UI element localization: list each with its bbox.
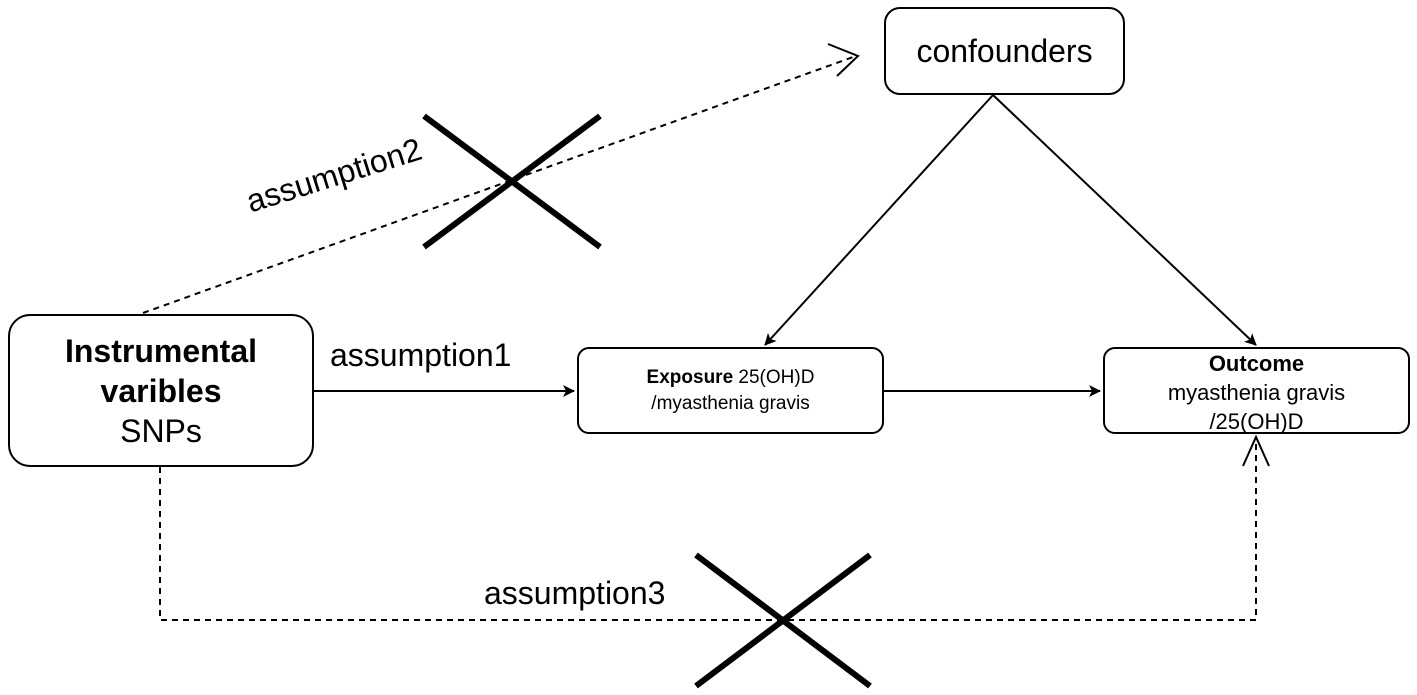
exposure-line1: Exposure 25(OH)D bbox=[647, 365, 815, 391]
arrow-confounders-to-exposure bbox=[764, 94, 994, 346]
outcome-title: Outcome bbox=[1208, 351, 1305, 376]
open-arrowhead-confounders bbox=[827, 43, 860, 77]
exposure-value: 25(OH)D bbox=[733, 366, 815, 388]
instrumental-variables-title-line1: Instrumental bbox=[64, 332, 258, 369]
outcome-line3: /25(OH)D bbox=[1209, 409, 1304, 434]
assumption1-label: assumption1 bbox=[330, 337, 512, 373]
instrumental-variables-title-line2: varibles bbox=[100, 372, 222, 409]
exposure-line2: /myasthenia gravis bbox=[651, 392, 810, 414]
dashed-arrow-instrument-to-outcome bbox=[159, 439, 1257, 621]
assumption3-label: assumption3 bbox=[484, 575, 666, 611]
arrow-confounders-to-outcome bbox=[992, 94, 1257, 346]
open-arrowhead-outcome bbox=[1242, 434, 1270, 467]
confounders-label: confounders bbox=[916, 32, 1093, 69]
instrumental-variables-subtitle: SNPs bbox=[120, 412, 202, 449]
exposure-node: Exposure 25(OH)D /myasthenia gravis bbox=[577, 347, 884, 434]
dashed-arrow-instrument-to-confounders bbox=[142, 55, 857, 314]
cross-mark-assumption2 bbox=[422, 113, 602, 250]
instrumental-variables-node: Instrumental varibles SNPs bbox=[8, 314, 314, 467]
outcome-node: Outcome myasthenia gravis /25(OH)D bbox=[1103, 347, 1410, 434]
exposure-title: Exposure bbox=[646, 366, 734, 388]
confounders-node: confounders bbox=[884, 7, 1125, 95]
cross-mark-assumption3 bbox=[694, 552, 872, 689]
outcome-line2: myasthenia gravis bbox=[1167, 380, 1346, 405]
